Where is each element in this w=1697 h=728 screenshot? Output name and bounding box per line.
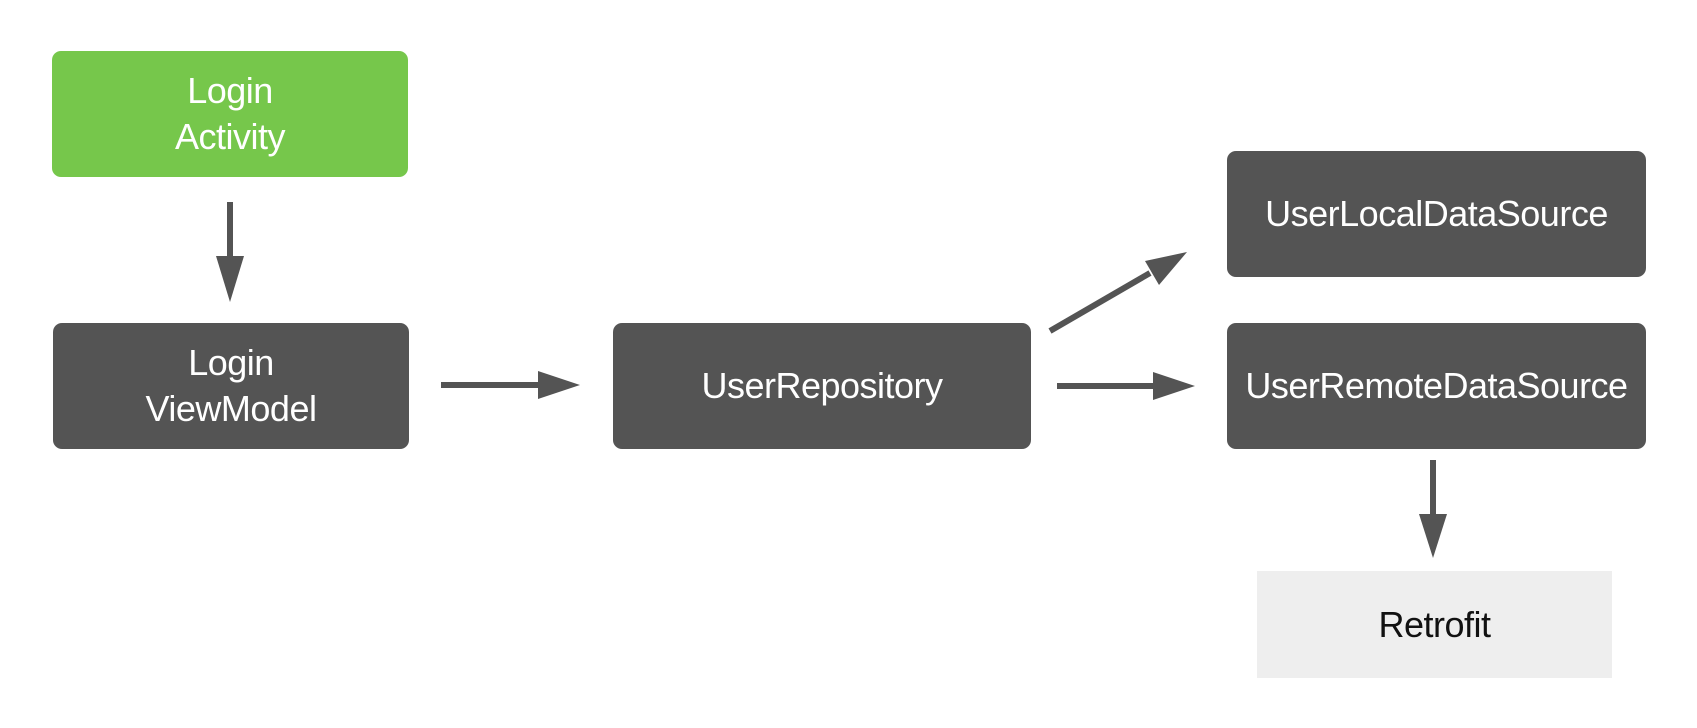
arrow-repository-to-local (1048, 252, 1187, 334)
arrow-remote-to-retrofit (1419, 460, 1447, 558)
user-local-data-source-node: UserLocalDataSource (1227, 151, 1646, 277)
arrow-viewmodel-to-repository (441, 371, 580, 399)
user-repository-node: UserRepository (613, 323, 1031, 449)
retrofit-node: Retrofit (1257, 571, 1612, 678)
user-remote-data-source-label: UserRemoteDataSource (1245, 365, 1628, 406)
arrow-activity-to-viewmodel (216, 202, 244, 302)
user-remote-data-source-node: UserRemoteDataSource (1227, 323, 1646, 449)
login-viewmodel-node: Login ViewModel (53, 323, 409, 449)
login-activity-label-line2: Activity (174, 116, 286, 157)
login-activity-node: Login Activity (52, 51, 408, 177)
user-local-data-source-label: UserLocalDataSource (1265, 193, 1608, 234)
arrow-repository-to-remote (1057, 372, 1195, 400)
login-viewmodel-label-line2: ViewModel (145, 388, 317, 429)
login-viewmodel-label-line1: Login (188, 342, 274, 383)
user-repository-label: UserRepository (701, 365, 943, 406)
login-activity-label-line1: Login (187, 70, 273, 111)
retrofit-label: Retrofit (1378, 603, 1491, 645)
